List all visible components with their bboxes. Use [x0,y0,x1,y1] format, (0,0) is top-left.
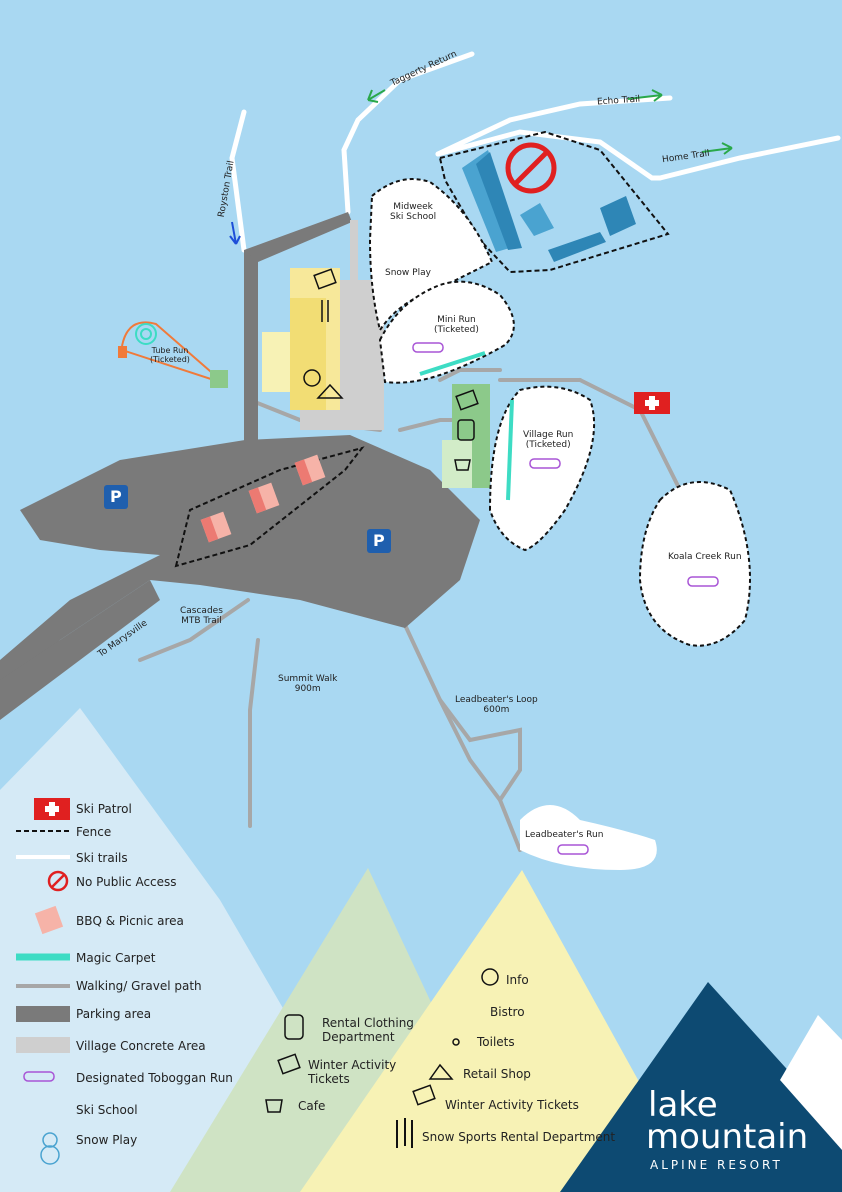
legend-ski-trails: Ski trails [76,851,128,865]
logo-lake: lake [648,1085,718,1125]
background-mountains [0,708,842,1192]
tube-run-track [118,321,228,388]
parking-sign-left: P [110,487,122,506]
legend-rental-clothing: Rental Clothing Department [322,1016,414,1044]
parking-signs [104,485,391,553]
legend-bbq: BBQ & Picnic area [76,914,184,928]
bbq-picnic-area [174,446,365,568]
legend-retail: Retail Shop [463,1067,531,1081]
magic-carpets [419,351,514,501]
logo-alpine-resort: ALPINE RESORT [650,1158,783,1172]
legend-snow-play: Snow Play [76,1133,138,1147]
ski-trails [229,51,841,253]
legend-fence: Fence [76,825,112,839]
label-snow-play: Snow Play [385,268,431,278]
logo-mountain: mountain [646,1117,809,1157]
label-cascades: Cascades MTB Trail [180,606,223,626]
legend-cafe: Cafe [298,1099,326,1113]
label-midweek-school: Midweek Ski School [390,202,437,222]
legend-winter-tickets-green: Winter Activity Tickets [308,1058,397,1086]
legend-parking: Parking area [76,1007,152,1021]
legend-rental-dept: Snow Sports Rental Department [422,1130,616,1144]
legend-winter-tickets-yellow: Winter Activity Tickets [445,1098,579,1112]
label-tube-run: Tube Run (Ticketed) [150,346,190,364]
label-leadbeaters-loop: Leadbeater's Loop 600m [455,695,538,715]
building-icons [303,268,479,471]
label-mini-run: Mini Run (Ticketed) [434,315,479,335]
legend-walking-path: Walking/ Gravel path [76,979,202,993]
trail-arrows [229,89,733,245]
legend-ski-patrol: Ski Patrol [76,802,132,816]
legend-toilets: Toilets [477,1035,515,1049]
ski-patrol-marker [634,392,670,414]
legend-concrete: Village Concrete Area [76,1039,206,1053]
label-summit-walk: Summit Walk 900m [278,674,338,694]
label-koala-creek: Koala Creek Run [668,552,742,562]
legend-info: Info [506,973,529,987]
parking-sign-center: P [373,531,385,550]
label-leadbeaters-run: Leadbeater's Run [525,830,604,840]
legend-symbols [16,798,499,1165]
no-public-access-zone [438,130,670,274]
legend-bistro: Bistro [490,1005,525,1019]
legend-toboggan: Designated Toboggan Run [76,1071,233,1085]
toboggan-run-icons [412,342,719,855]
label-village-run: Village Run (Ticketed) [523,430,574,450]
legend-no-access: No Public Access [76,875,177,889]
legend-ski-school: Ski School [76,1103,138,1117]
legend-magic-carpet: Magic Carpet [76,951,156,965]
